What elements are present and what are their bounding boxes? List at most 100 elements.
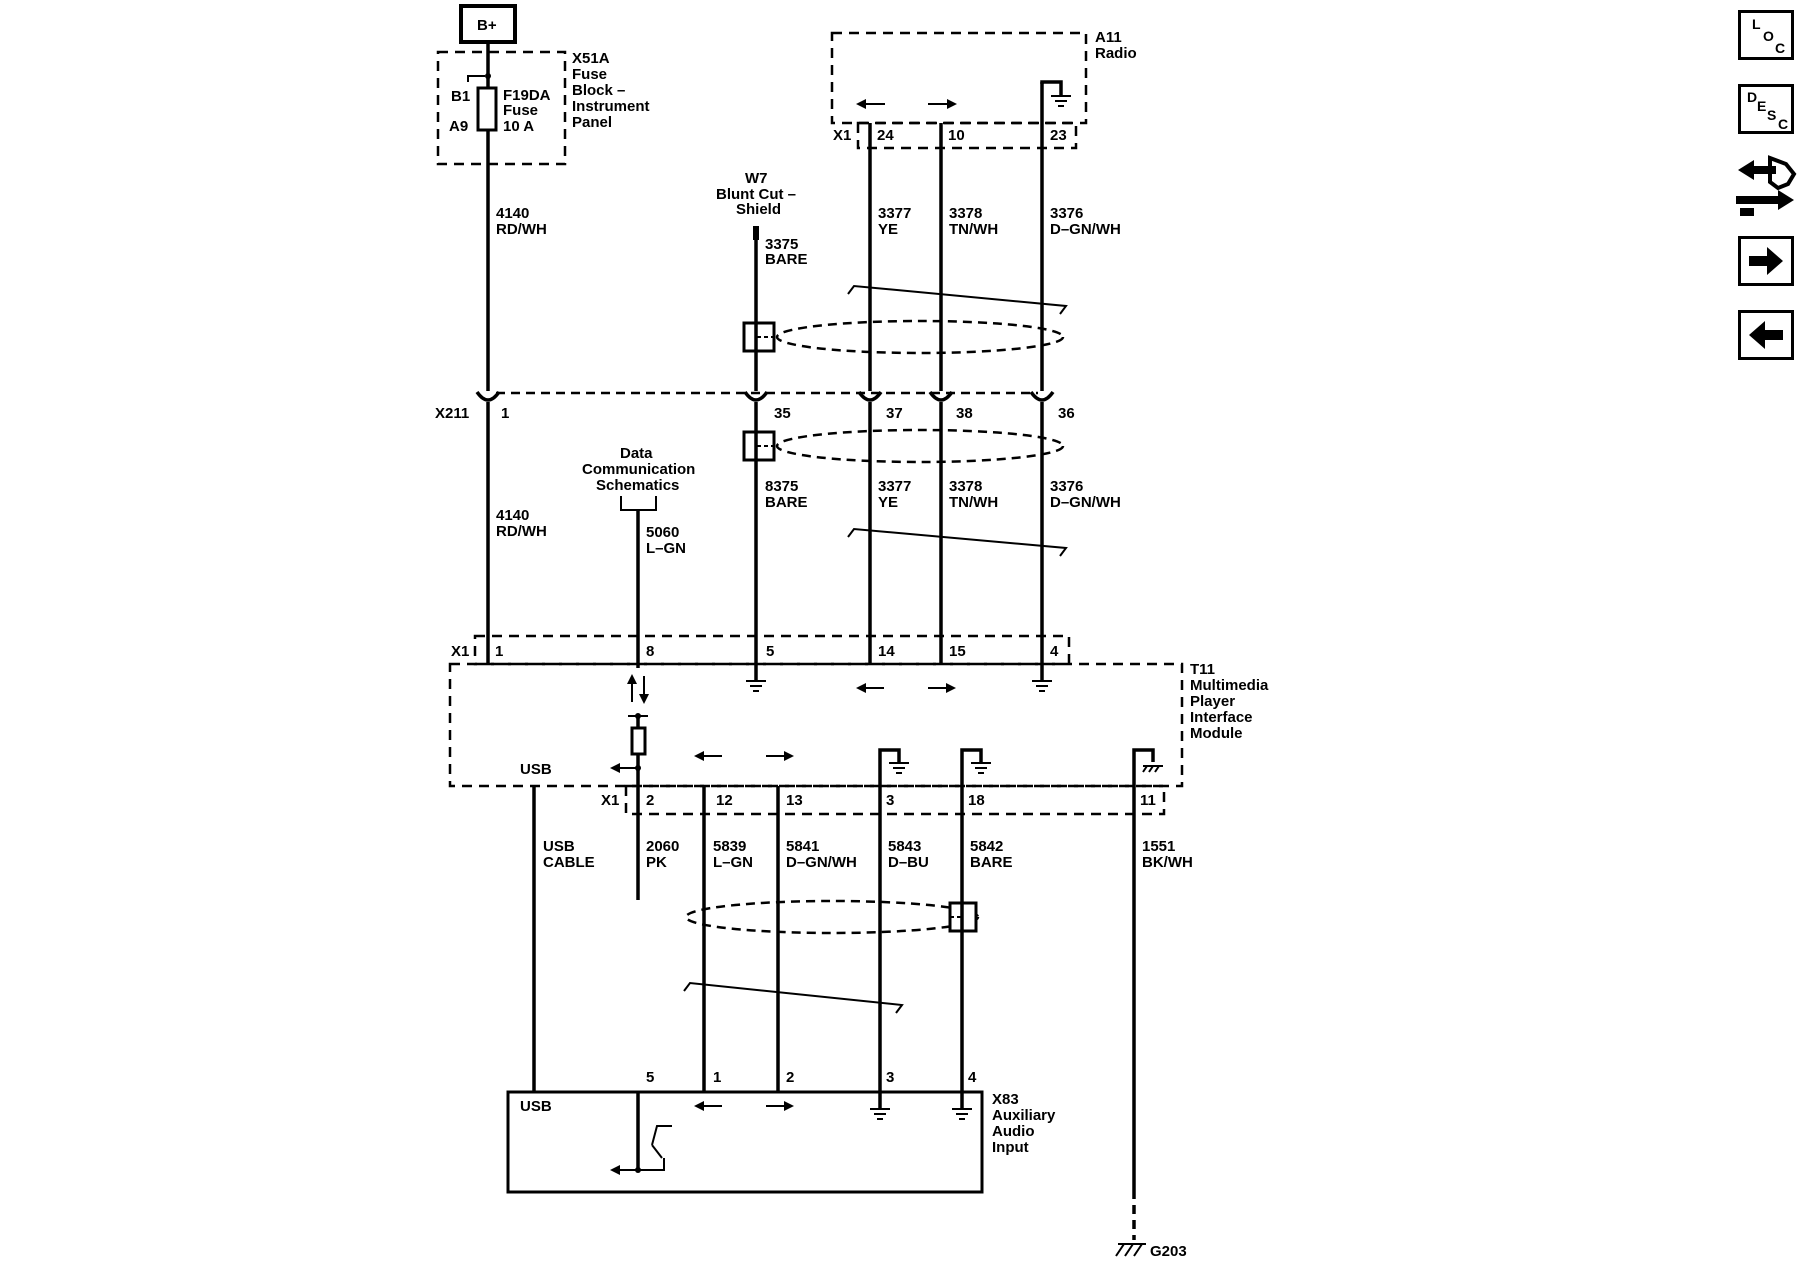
inline-pin-37: 37 <box>886 405 903 422</box>
wire-lower-2-color: L–GN <box>713 854 753 871</box>
module-usb-label: USB <box>520 761 552 778</box>
svg-text:Data: Data <box>620 445 653 462</box>
wire-upper-0-circuit: 3375 <box>765 236 798 253</box>
connector-tool-button[interactable] <box>1734 152 1798 220</box>
module-name: T11 <box>1190 661 1215 678</box>
fuse-id: F19DA <box>503 87 551 104</box>
shield-name: W7 <box>745 170 768 187</box>
shield-oval-middle <box>775 428 1065 464</box>
shield-oval-upper <box>775 319 1065 355</box>
wire-mid-0-circuit: 8375 <box>765 478 798 495</box>
module-connector-bottom <box>624 784 1166 816</box>
aux-input-box <box>506 1090 984 1194</box>
wire-upper-3-circuit: 3376 <box>1050 205 1083 222</box>
radio-pin-23: 23 <box>1050 127 1067 144</box>
svg-text:Panel: Panel <box>572 114 612 131</box>
inline-pin-36: 36 <box>1058 405 1075 422</box>
wire-lower-6-color: BK/WH <box>1142 854 1193 871</box>
desc-letter-e: E <box>1757 98 1767 114</box>
wire-lower-3-circuit: 5841 <box>786 838 819 855</box>
module-box <box>448 662 1184 788</box>
wire-mid-1-circuit: 3377 <box>878 478 911 495</box>
desc-letter-d: D <box>1747 89 1758 105</box>
svg-text:Multimedia: Multimedia <box>1190 677 1269 694</box>
data-comm-reference <box>620 496 657 511</box>
svg-text:Player: Player <box>1190 693 1235 710</box>
inline-pin-38: 38 <box>956 405 973 422</box>
arrow-left-icon <box>1749 321 1783 349</box>
inline-pin-35: 35 <box>774 405 791 422</box>
wire-mid-3-color: D–GN/WH <box>1050 494 1121 511</box>
wire-lower-4-color: D–BU <box>888 854 929 871</box>
module-pin-4: 4 <box>1050 643 1059 660</box>
ground-icon <box>889 762 909 774</box>
module-pin-1: 1 <box>495 643 503 660</box>
switch-symbol <box>614 1125 672 1171</box>
module-pin-15: 15 <box>949 643 966 660</box>
radio-connector-label: X1 <box>833 127 851 144</box>
arrow-right-icon <box>1749 247 1783 275</box>
inline-pin-1: 1 <box>501 405 509 422</box>
location-button[interactable]: L O C <box>1738 10 1794 60</box>
wire-lower-1-color: PK <box>646 854 667 871</box>
module-pin-12: 12 <box>716 792 733 809</box>
module-pin-13: 13 <box>786 792 803 809</box>
power-wire-color-lower: RD/WH <box>496 523 547 540</box>
ground-icon <box>870 1092 890 1120</box>
svg-text:Fuse: Fuse <box>503 102 538 119</box>
module-pin-11: 11 <box>1140 792 1156 809</box>
loc-letter-l: L <box>1752 16 1761 32</box>
fuse-rating: 10 A <box>503 118 534 135</box>
loc-letter-c: C <box>1775 40 1786 56</box>
module-pin-18: 18 <box>968 792 985 809</box>
fuse-block-box <box>436 50 567 166</box>
ground-name: G203 <box>1150 1243 1187 1260</box>
svg-text:Instrument: Instrument <box>572 98 650 115</box>
aux-pin-2: 2 <box>786 1069 794 1086</box>
previous-button[interactable] <box>1738 310 1794 360</box>
ground-icon <box>746 665 766 692</box>
wire-upper-3-color: D–GN/WH <box>1050 221 1121 238</box>
wire-mid-0-color: BARE <box>765 494 808 511</box>
module-pin-3: 3 <box>886 792 894 809</box>
svg-text:Fuse: Fuse <box>572 66 607 83</box>
svg-text:Interface: Interface <box>1190 709 1253 726</box>
data-wire-circuit: 5060 <box>646 524 679 541</box>
aux-name: X83 <box>992 1091 1019 1108</box>
aux-pin-1: 1 <box>713 1069 721 1086</box>
radio-pin-24: 24 <box>877 127 894 144</box>
module-connector-label-bottom: X1 <box>601 792 619 809</box>
ground-icon <box>1032 665 1052 692</box>
resistor-symbol <box>630 726 647 756</box>
radio-connector <box>856 121 1078 150</box>
description-button[interactable]: D E S C <box>1738 84 1794 134</box>
svg-text:Auxiliary: Auxiliary <box>992 1107 1056 1124</box>
loc-letter-o: O <box>1763 28 1774 44</box>
chassis-ground-icon <box>1142 765 1163 773</box>
svg-text:Schematics: Schematics <box>596 477 679 494</box>
svg-text:Communication: Communication <box>582 461 695 478</box>
wire-upper-2-circuit: 3378 <box>949 205 982 222</box>
wire-lower-5-circuit: 5842 <box>970 838 1003 855</box>
ground-icon <box>1051 95 1071 107</box>
svg-text:Block –: Block – <box>572 82 625 99</box>
fuse-block-name: X51A <box>572 50 610 67</box>
twisted-pair-indicator <box>847 284 1068 315</box>
wire-lower-6-circuit: 1551 <box>1142 838 1175 855</box>
wire-lower-4-circuit: 5843 <box>888 838 921 855</box>
wire-upper-0-color: BARE <box>765 251 808 268</box>
wire-lower-1-circuit: 2060 <box>646 838 679 855</box>
module-pin-2: 2 <box>646 792 654 809</box>
chassis-ground-icon <box>1115 1243 1146 1257</box>
wire-upper-2-color: TN/WH <box>949 221 998 238</box>
aux-pin-3: 3 <box>886 1069 894 1086</box>
radio-name: A11 <box>1095 29 1122 46</box>
connector-tool-icon <box>1736 155 1797 216</box>
wire-lower-2-circuit: 5839 <box>713 838 746 855</box>
wire-lower-0-circuit: USB <box>543 838 575 855</box>
power-wire-circuit-lower: 4140 <box>496 507 529 524</box>
desc-letter-c: C <box>1778 116 1789 132</box>
svg-text:Module: Module <box>1190 725 1243 742</box>
fuse-symbol <box>476 86 498 132</box>
next-button[interactable] <box>1738 236 1794 286</box>
